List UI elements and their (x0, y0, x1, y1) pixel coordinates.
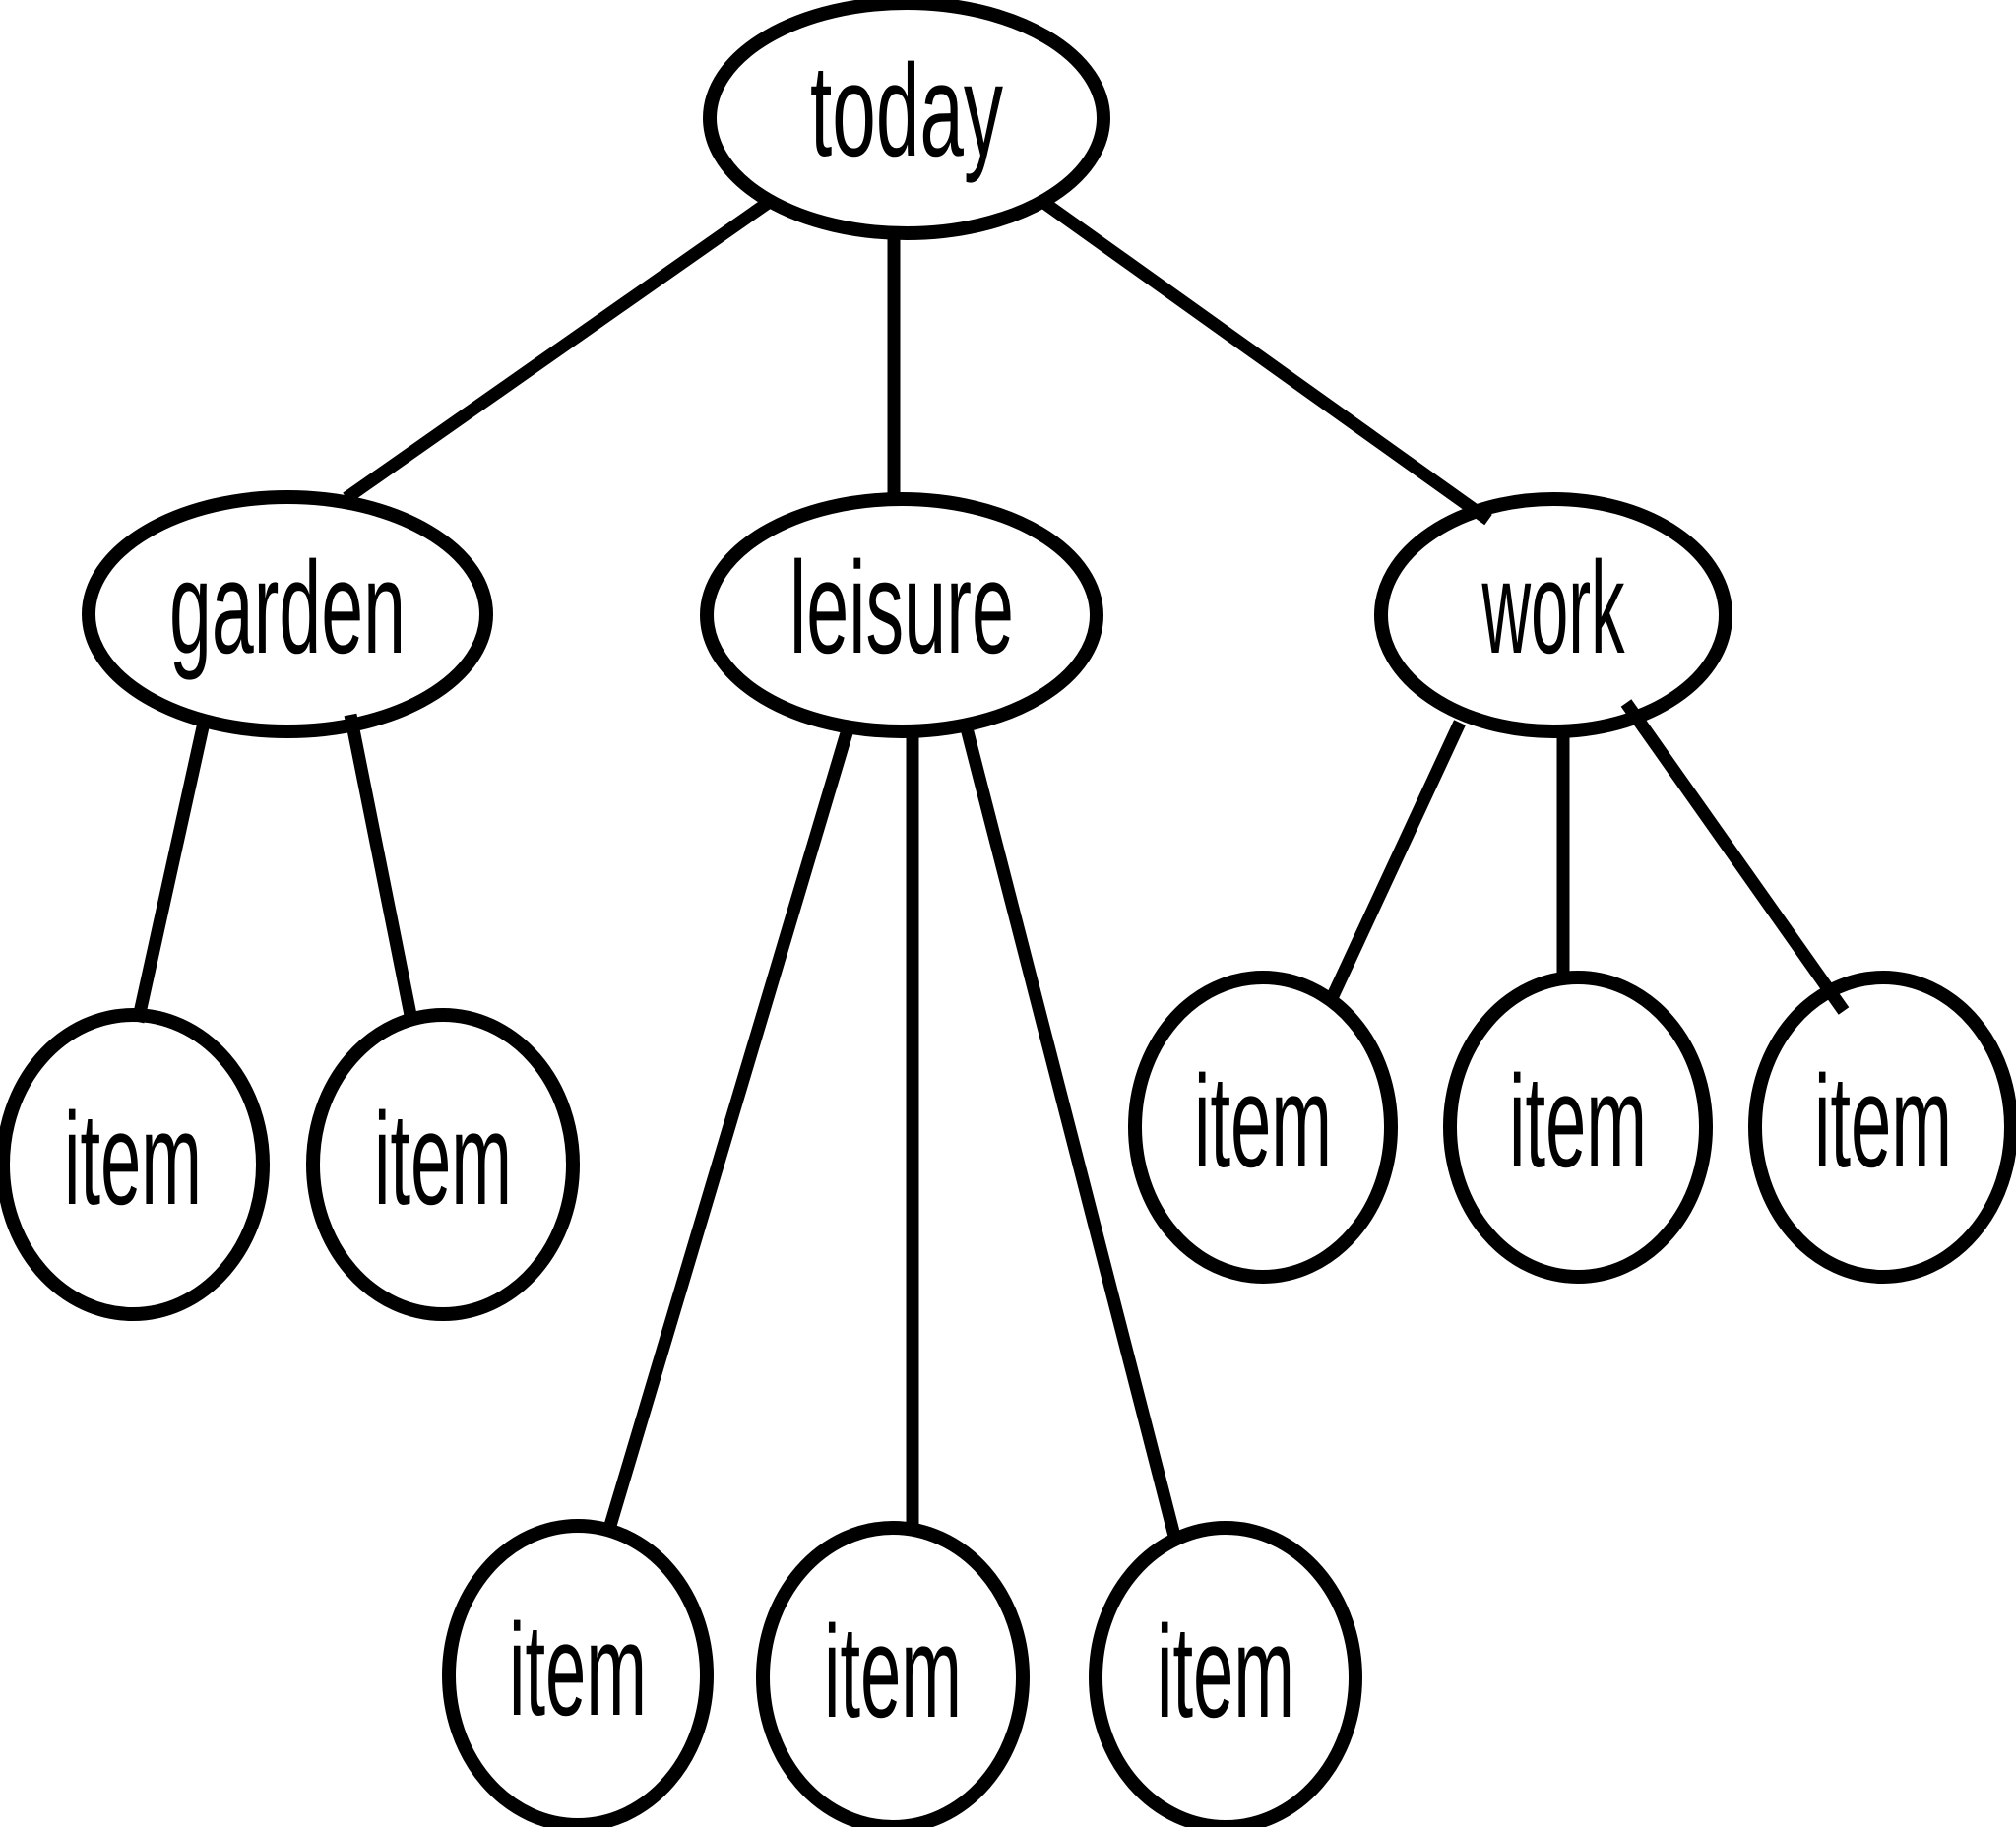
node-leisure-item-3: item (1089, 1521, 1362, 1827)
node-work: work (1374, 492, 1732, 738)
edge-garden-garden-item-1 (131, 721, 211, 1024)
node-label-work-item-1: item (1194, 1049, 1332, 1195)
node-label-work-item-3: item (1814, 1049, 1952, 1195)
node-ellipse-work (1374, 492, 1732, 738)
node-leisure: leisure (700, 492, 1103, 738)
edge-work-work-item-1 (1326, 720, 1466, 1001)
node-label-leisure-item-3: item (1157, 1600, 1294, 1745)
node-label-garden-item-2: item (374, 1087, 512, 1232)
edge-garden-garden-item-2 (344, 713, 418, 1022)
node-ellipse-today (703, 0, 1110, 240)
node-label-leisure-item-2: item (824, 1600, 962, 1745)
node-work-item-2: item (1443, 971, 1713, 1284)
node-ellipse-leisure-item-1 (442, 1519, 714, 1827)
node-garden-item-1: item (0, 1008, 270, 1321)
node-garden: garden (82, 490, 493, 738)
node-label-garden: garden (169, 536, 406, 681)
node-today: today (703, 0, 1110, 240)
node-label-work-item-2: item (1509, 1049, 1647, 1195)
edge-leisure-leisure-item-3 (960, 726, 1181, 1538)
node-label-today: today (810, 38, 1003, 184)
node-ellipse-work-item-3 (1748, 971, 2016, 1284)
node-label-leisure: leisure (789, 536, 1014, 681)
edge-today-work (1038, 195, 1492, 526)
node-label-garden-item-1: item (64, 1087, 202, 1232)
node-ellipse-work-item-1 (1128, 971, 1398, 1284)
node-ellipse-leisure-item-2 (756, 1521, 1030, 1827)
node-label-work: work (1481, 536, 1625, 681)
edge-work-work-item-3 (1620, 699, 1850, 1015)
node-ellipse-garden-item-2 (306, 1008, 580, 1321)
node-ellipse-garden (82, 490, 493, 738)
node-ellipse-work-item-2 (1443, 971, 1713, 1284)
node-leisure-item-1: item (442, 1519, 714, 1827)
edge-leisure-leisure-item-1 (602, 724, 855, 1531)
node-label-leisure-item-1: item (509, 1598, 647, 1743)
node-leisure-item-2: item (756, 1521, 1030, 1827)
edges-layer (131, 195, 1850, 1538)
node-garden-item-2: item (306, 1008, 580, 1321)
node-ellipse-leisure-item-3 (1089, 1521, 1362, 1827)
node-work-item-3: item (1748, 971, 2016, 1284)
edge-today-garden (343, 197, 772, 504)
node-work-item-1: item (1128, 971, 1398, 1284)
node-ellipse-leisure (700, 492, 1103, 738)
